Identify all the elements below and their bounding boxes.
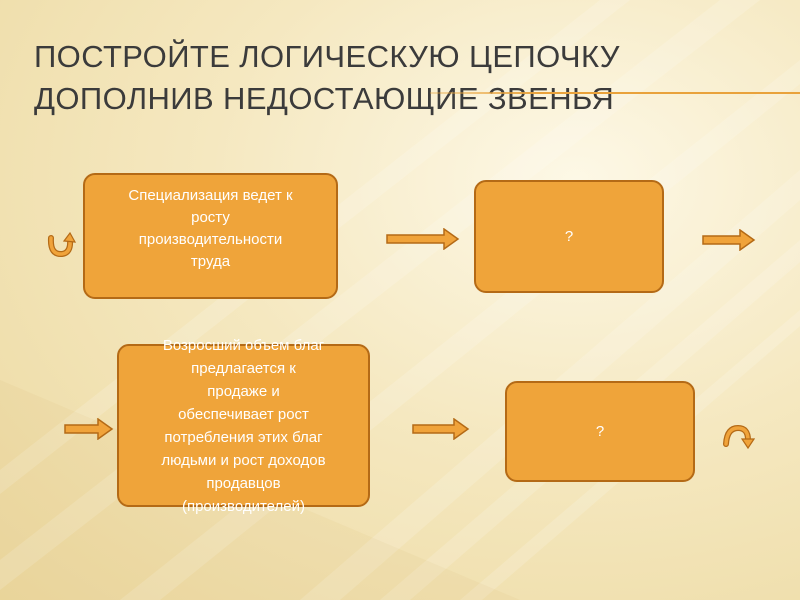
chain-box-text: Возросший объем благ предлагается к прод… — [161, 336, 326, 515]
chain-box-specialization: Специализация ведет к росту производител… — [83, 173, 338, 299]
page-title: Постройте логическую цепочку дополнив не… — [34, 36, 774, 120]
chain-box-increased-volume: Возросший объем благ предлагается к прод… — [117, 337, 370, 515]
chain-box-text: ? — [564, 227, 574, 245]
curved-arrow-icon — [723, 424, 755, 450]
title-line-2: дополнив недостающие звенья — [34, 81, 615, 116]
right-arrow-icon — [702, 229, 756, 251]
title-line-1: Постройте логическую цепочку — [34, 39, 620, 74]
title-divider — [430, 92, 800, 94]
chain-box-missing-1: ? — [474, 180, 664, 293]
chain-box-missing-2: ? — [505, 381, 695, 482]
right-arrow-icon — [412, 418, 470, 440]
chain-box-text: Специализация ведет к росту производител… — [128, 187, 293, 270]
curved-arrow-icon — [47, 232, 76, 258]
right-arrow-icon — [386, 228, 460, 250]
right-arrow-icon — [64, 418, 114, 440]
chain-box-text: ? — [595, 422, 605, 440]
